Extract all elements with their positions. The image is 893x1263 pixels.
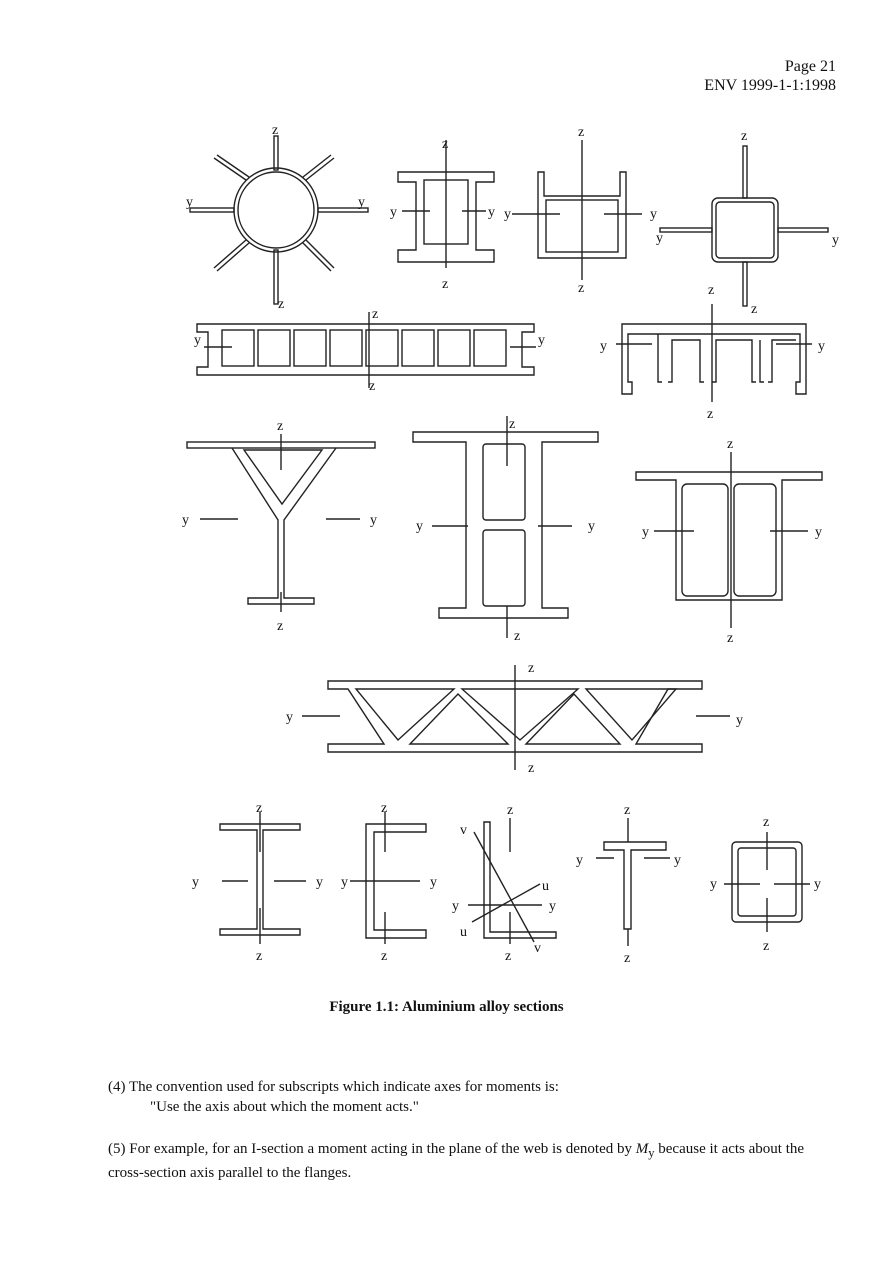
axis-label: y (286, 710, 293, 725)
axis-label: y (656, 231, 663, 246)
axis-label: y (650, 207, 657, 222)
axis-label: y (674, 853, 681, 868)
axis-label: z (507, 803, 513, 818)
section-ribbed-deck (616, 304, 812, 402)
axis-label: y (538, 333, 545, 348)
axis-label: z (381, 949, 387, 964)
axis-label: z (708, 283, 714, 298)
axis-label: z (381, 801, 387, 816)
axis-label: y (341, 875, 348, 890)
axis-label: y (736, 713, 743, 728)
axis-label: z (727, 631, 733, 646)
paragraph-5-text-a: (5) For example, for an I-section a mome… (108, 1141, 636, 1157)
axis-label: y (488, 205, 495, 220)
axis-label: z (741, 129, 747, 144)
axis-labels: z z y y z z y y z z y y z z y y z z y y … (182, 123, 839, 966)
page-header: Page 21 ENV 1999-1-1:1998 (704, 57, 836, 95)
axis-label: y (390, 205, 397, 220)
section-hollow-i (397, 140, 495, 268)
axis-label: z (578, 281, 584, 296)
section-multicell-plank (196, 312, 536, 388)
section-angle (468, 818, 557, 944)
axis-label: z (369, 379, 375, 394)
axis-label: z (505, 949, 511, 964)
paragraph-4: (4) The convention used for subscripts w… (108, 1077, 838, 1117)
section-channel (350, 812, 427, 944)
paragraph-5: (5) For example, for an I-section a mome… (108, 1139, 838, 1183)
axis-label: z (442, 277, 448, 292)
axis-label: y (642, 525, 649, 540)
moment-subscript: y (648, 1146, 655, 1160)
axis-label: y (416, 519, 423, 534)
axis-label: y (186, 195, 193, 210)
axis-label: y (710, 877, 717, 892)
axis-label: y (370, 513, 377, 528)
section-box-channel (512, 140, 642, 280)
section-tee (596, 818, 670, 946)
axis-label: y (504, 207, 511, 222)
axis-label: z (727, 437, 733, 452)
axis-label: z (509, 417, 515, 432)
figure-caption: Figure 1.1: Aluminium alloy sections (329, 999, 564, 1015)
axis-label: z (528, 761, 534, 776)
axis-label: z (272, 123, 278, 138)
axis-label: z (372, 307, 378, 322)
axis-label: v (534, 941, 541, 956)
axis-label: z (277, 619, 283, 634)
paragraph-4-line-1: (4) The convention used for subscripts w… (108, 1079, 559, 1095)
axis-label: y (192, 875, 199, 890)
axis-label: z (277, 419, 283, 434)
section-y-shape (186, 434, 376, 612)
axis-label: y (316, 875, 323, 890)
axis-label: y (832, 233, 839, 248)
page-number: Page 21 (784, 58, 836, 75)
axis-label: y (358, 195, 365, 210)
axis-label: z (707, 407, 713, 422)
axis-label: y (588, 519, 595, 534)
axis-label: z (278, 297, 284, 312)
axis-label: z (578, 125, 584, 140)
axis-label: z (624, 951, 630, 966)
section-i-beam (219, 812, 306, 944)
section-circle-star (189, 135, 369, 305)
axis-label: z (751, 302, 757, 317)
axis-label: z (763, 939, 769, 954)
axis-label: y (430, 875, 437, 890)
paragraph-5-text-b: because it acts about the cross-section … (108, 1141, 805, 1181)
paragraph-4-quote: "Use the axis about which the moment act… (150, 1099, 419, 1115)
moment-symbol: M (635, 1141, 649, 1157)
section-truss-plank (302, 665, 730, 770)
axis-label: z (763, 815, 769, 830)
section-square-tube (724, 832, 810, 932)
axis-label: y (818, 339, 825, 354)
axis-label: z (624, 803, 630, 818)
axis-label: y (576, 853, 583, 868)
section-cross-box (659, 145, 829, 307)
axis-label: z (442, 137, 448, 152)
axis-label: y (814, 877, 821, 892)
axis-label: y (182, 513, 189, 528)
axis-label: y (194, 333, 201, 348)
aluminium-sections-figure: z z y y z z y y z z y y z z y y z z y y … (182, 123, 839, 966)
axis-label: y (815, 525, 822, 540)
axis-label: v (460, 823, 467, 838)
standard-code: ENV 1999-1-1:1998 (704, 77, 836, 94)
axis-label: z (528, 661, 534, 676)
axis-label: z (256, 801, 262, 816)
axis-label: y (600, 339, 607, 354)
axis-label: z (256, 949, 262, 964)
axis-label: u (460, 925, 467, 940)
axis-label: z (514, 629, 520, 644)
axis-label: y (452, 899, 459, 914)
axis-label: y (549, 899, 556, 914)
axis-label: u (542, 879, 549, 894)
section-double-box-i (412, 416, 599, 638)
section-twin-box (635, 452, 823, 628)
